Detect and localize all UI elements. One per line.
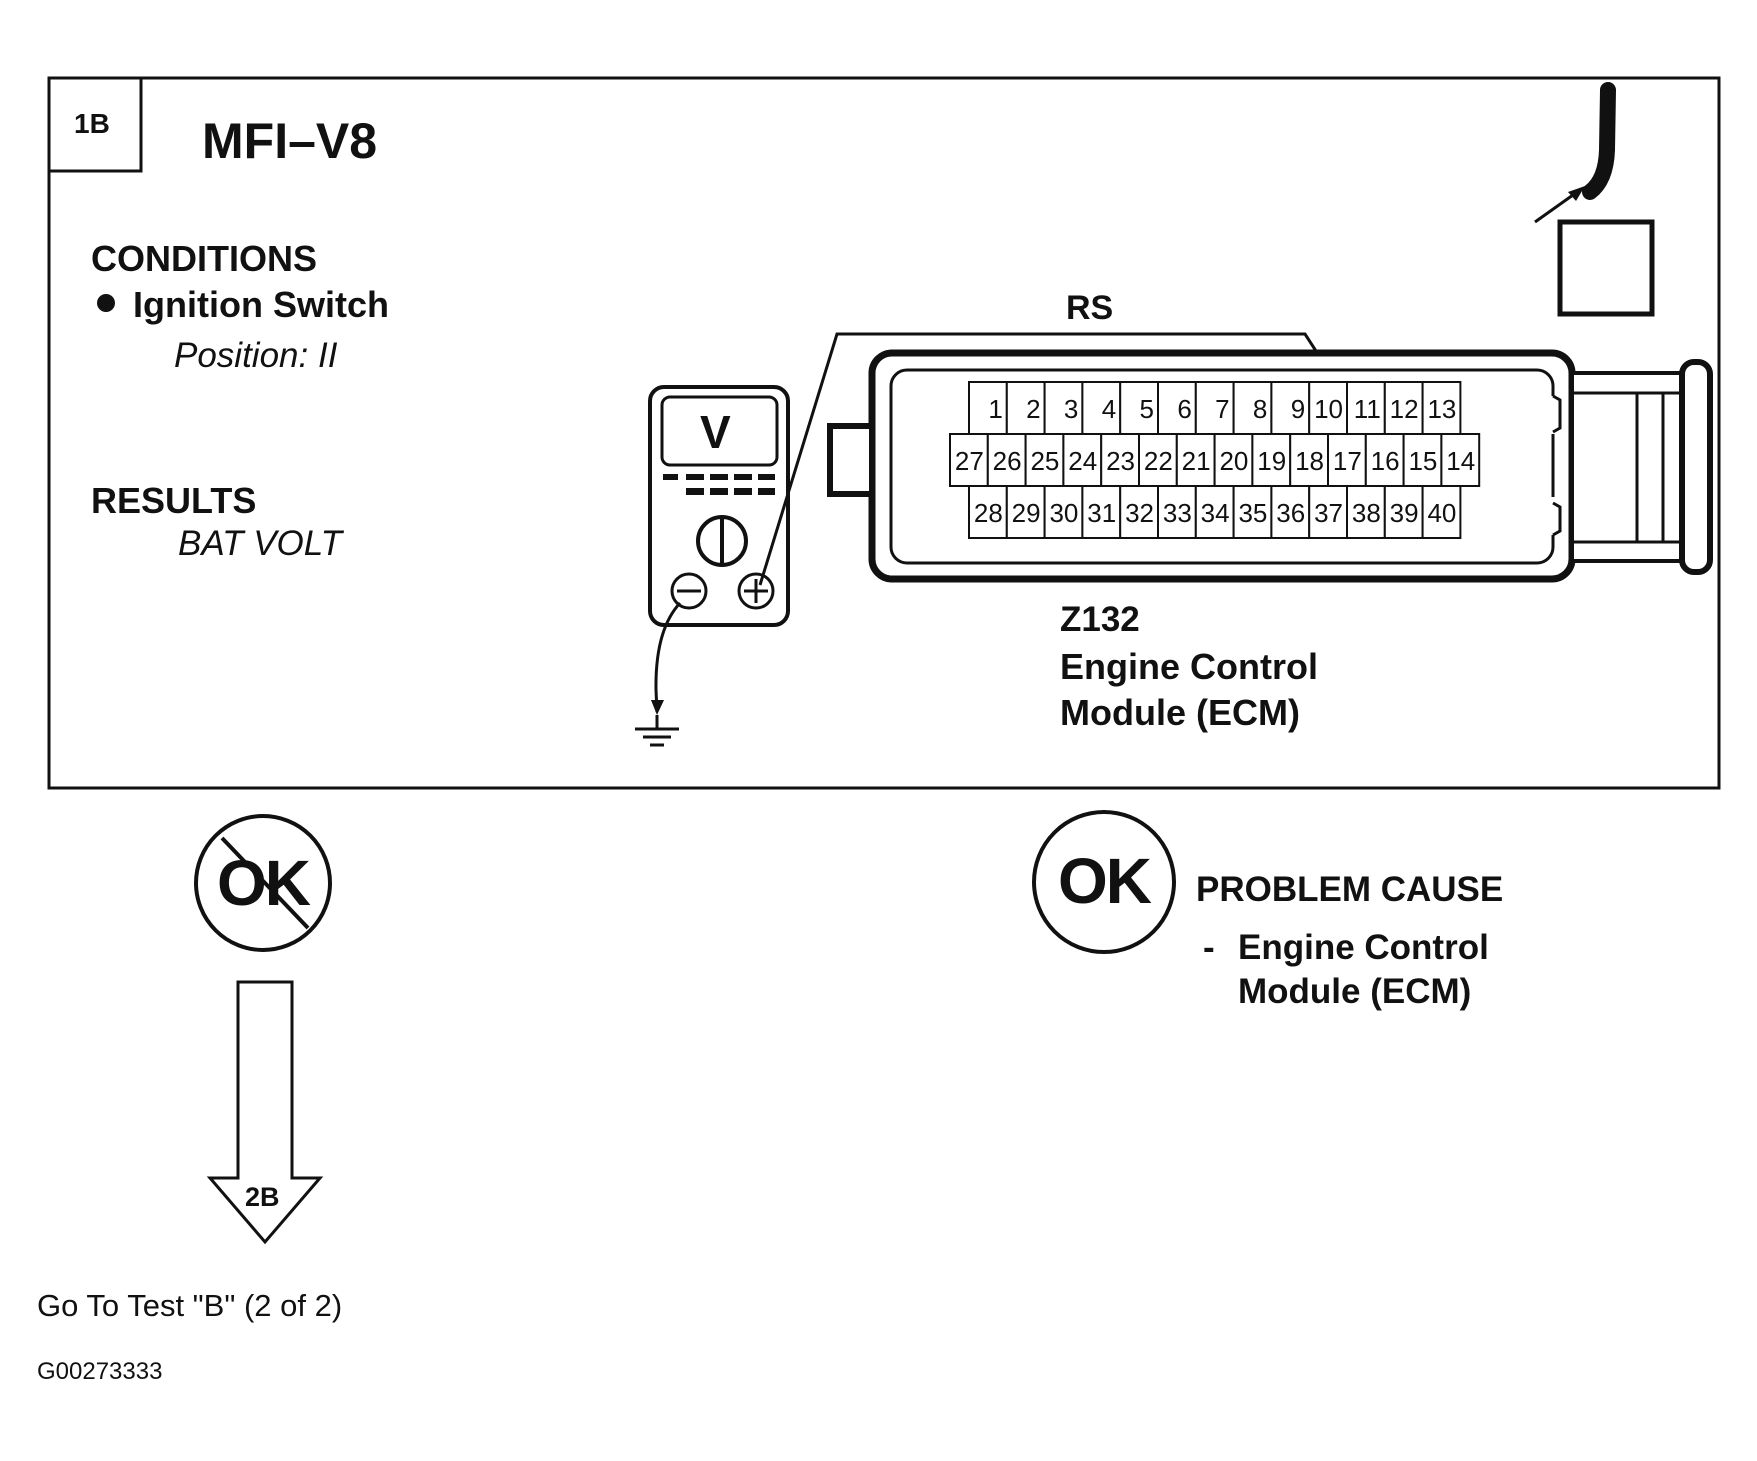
connector-pin-number: 17: [1333, 446, 1362, 476]
connector-pin-cell: [1421, 381, 1462, 435]
ground-lead: [651, 601, 682, 715]
connector-pin-cell: [1289, 433, 1329, 487]
connector-pin-number: 11: [1354, 394, 1381, 424]
condition-bullet: [97, 294, 115, 312]
next-step-arrow: [206, 980, 324, 1245]
connector-pin-number: 30: [1049, 498, 1078, 528]
page-title: MFI–V8: [202, 113, 378, 169]
connector-pin-number: 37: [1314, 498, 1343, 528]
connector-pin-cell: [1270, 485, 1311, 539]
connector-pin-number: 12: [1390, 394, 1419, 424]
connector-pin-number: 26: [993, 446, 1022, 476]
connector-pin-number: 23: [1106, 446, 1135, 476]
connector-pin-cell: [1005, 381, 1046, 435]
connector-pin-cell: [968, 485, 1008, 539]
connector-pin-cell: [1251, 433, 1292, 487]
voltmeter-label: V: [700, 406, 731, 458]
connector-pin-number: 39: [1390, 498, 1419, 528]
problem-cause-line1: Engine Control: [1238, 928, 1489, 967]
sensor-hose-icon: [1534, 82, 1655, 317]
voltmeter-icon: [648, 385, 790, 627]
connector-pin-number: 1: [988, 394, 1002, 424]
connector-pin-number: 14: [1446, 446, 1475, 476]
condition-item: Ignition Switch: [133, 284, 389, 325]
connector-pin-number: 29: [1012, 498, 1041, 528]
condition-detail: Position: II: [174, 336, 338, 375]
problem-cause-heading: PROBLEM CAUSE: [1196, 870, 1504, 909]
ok-label: OK: [1058, 845, 1152, 917]
connector-pin-cell: [1440, 433, 1481, 487]
test-frame: [47, 76, 1721, 790]
connector-pin-cell: [1346, 485, 1386, 539]
connector-pin-number: 36: [1276, 498, 1305, 528]
connector-id: Z132: [1060, 600, 1140, 639]
connector-pin-cell: [1270, 381, 1311, 435]
connector-pin-cell: [1024, 433, 1065, 487]
connector-name-line1: Engine Control: [1060, 646, 1318, 687]
connector-pin-number: 32: [1125, 498, 1154, 528]
connector-pin-number: 33: [1163, 498, 1192, 528]
next-step-instruction: Go To Test "B" (2 of 2): [37, 1288, 343, 1323]
step-id-box: [47, 76, 143, 173]
connector-pin-number: 7: [1215, 394, 1229, 424]
connector-pin-cell: [1005, 485, 1046, 539]
connector-pin-cell: [1157, 485, 1197, 539]
step-id: 1B: [74, 108, 110, 139]
connector-pin-number: 13: [1427, 394, 1456, 424]
problem-cause-bullet: -: [1203, 928, 1215, 967]
connector-pin-cell: [1308, 381, 1348, 435]
connector-pin-number: 2: [1026, 394, 1040, 424]
connector-pin-number: 6: [1177, 394, 1191, 424]
connector-pin-cell: [1402, 433, 1443, 487]
connector-pin-number: 35: [1238, 498, 1267, 528]
connector-pin-number: 18: [1295, 446, 1324, 476]
connector-pin-cell: [1327, 433, 1367, 487]
connector-name-line2: Module (ECM): [1060, 692, 1300, 733]
connector-pin-number: 38: [1352, 498, 1381, 528]
connector-pin-cell: [1421, 485, 1462, 539]
connector-pin-number: 34: [1201, 498, 1230, 528]
probe-pin-label: RS: [1066, 289, 1114, 327]
connector-pin-cell: [1119, 485, 1159, 539]
figure-id: G00273333: [37, 1358, 163, 1385]
connector-pin-number: 25: [1030, 446, 1059, 476]
ok-symbol: OK: [1032, 810, 1176, 954]
connector-pin-number: 3: [1064, 394, 1078, 424]
connector-pin-cell: [1100, 433, 1140, 487]
connector-pin-number: 28: [974, 498, 1003, 528]
connector-pin-cell: [1308, 485, 1348, 539]
connector-pin-number: 40: [1427, 498, 1456, 528]
next-step-id: 2B: [245, 1182, 280, 1212]
connector-pin-cell: [1119, 381, 1159, 435]
connector-pin-cell: [1232, 485, 1273, 539]
connector-pin-number: 31: [1087, 498, 1116, 528]
connector-pin-cell: [1194, 485, 1235, 539]
connector-pin-number: 8: [1253, 394, 1267, 424]
connector-pin-cell: [1194, 381, 1235, 435]
connector-pin-number: 20: [1219, 446, 1248, 476]
connector-pin-cell: [1213, 433, 1254, 487]
connector-pin-number: 10: [1314, 394, 1343, 424]
connector-pin-number: 21: [1182, 446, 1211, 476]
connector-pin-number: 5: [1140, 394, 1154, 424]
connector-pin-number: 24: [1068, 446, 1097, 476]
problem-cause-line2: Module (ECM): [1238, 972, 1472, 1011]
connector-pin-number: 22: [1144, 446, 1173, 476]
connector-pin-number: 15: [1408, 446, 1437, 476]
connector-pin-number: 27: [955, 446, 984, 476]
connector-pin-number: 9: [1291, 394, 1305, 424]
results-value: BAT VOLT: [178, 524, 343, 563]
connector-pin-number: 19: [1257, 446, 1286, 476]
results-heading: RESULTS: [91, 480, 257, 521]
not-ok-slash: [220, 836, 310, 930]
connector-pin-number: 4: [1102, 394, 1116, 424]
connector-pin-number: 16: [1371, 446, 1400, 476]
conditions-heading: CONDITIONS: [91, 238, 318, 279]
connector-pin-cell: [1232, 381, 1273, 435]
ground-icon: [635, 715, 679, 747]
